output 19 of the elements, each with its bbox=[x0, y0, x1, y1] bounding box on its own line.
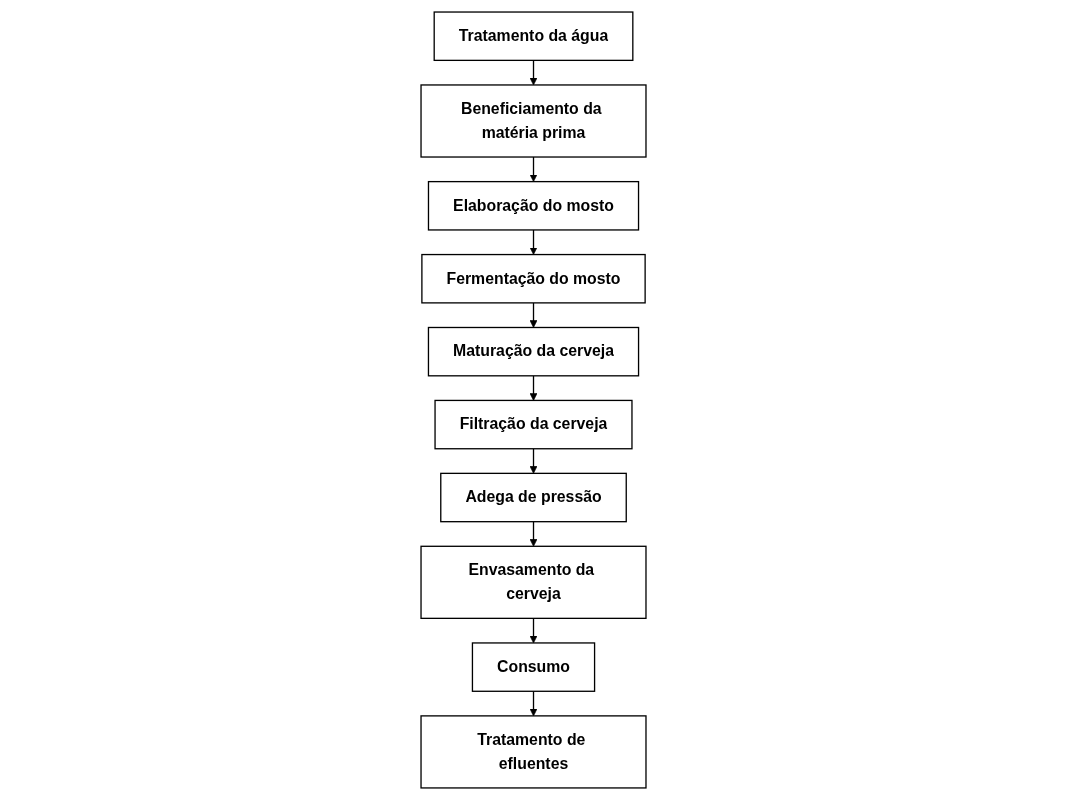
node-box: Adega de pressão bbox=[440, 472, 628, 523]
node-box: Tratamento da água bbox=[434, 11, 634, 62]
node-box: Consumo bbox=[472, 642, 596, 692]
arrow bbox=[530, 690, 538, 717]
arrow bbox=[530, 156, 538, 182]
node-box: Fermentação do mosto bbox=[421, 253, 647, 304]
arrow bbox=[530, 375, 538, 401]
node-box: Tratamento de efluentes bbox=[420, 715, 648, 789]
arrow bbox=[530, 448, 538, 474]
node-box: Envasamento da cerveja bbox=[420, 545, 648, 619]
arrow bbox=[530, 302, 538, 328]
node-box: Filtração da cerveja bbox=[434, 399, 634, 450]
arrow bbox=[530, 229, 538, 255]
node-box: Maturação da cerveja bbox=[428, 326, 640, 377]
arrow bbox=[530, 521, 538, 547]
node-box: Beneficiamento da matéria prima bbox=[420, 84, 648, 158]
arrow bbox=[530, 617, 538, 644]
node-box: Elaboração do mosto bbox=[428, 181, 640, 231]
arrow bbox=[530, 59, 538, 86]
